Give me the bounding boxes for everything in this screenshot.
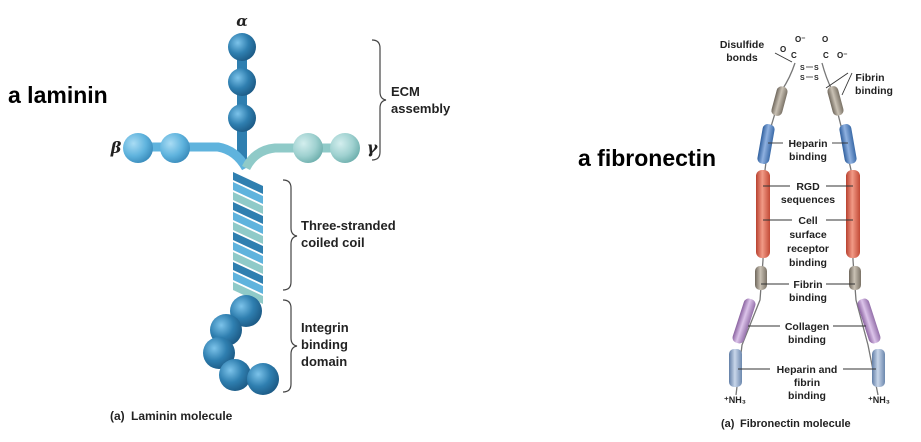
fibrin-domain-right <box>827 86 844 116</box>
fibrin-mid-label-1: Fibrin <box>793 279 822 291</box>
coil-bracket <box>282 179 298 291</box>
fibrin-top-label-2: binding <box>855 85 893 97</box>
gamma-globule <box>293 133 323 163</box>
fibrin-top-label-1: Fibrin <box>855 72 884 84</box>
integrin-globule <box>219 359 251 391</box>
s-1: S <box>800 65 805 72</box>
gamma-label: γ <box>367 138 379 157</box>
cell-label-4: binding <box>789 257 827 269</box>
alpha-label: α <box>236 12 248 30</box>
alpha-globule <box>228 68 256 96</box>
o-left: O <box>780 45 786 54</box>
laminin-caption-tag: (a) <box>110 409 125 423</box>
heparin-fibrin-left <box>729 349 742 387</box>
o-minus-right: O⁻ <box>837 51 847 60</box>
disulfide-label-1: Disulfide <box>720 39 764 51</box>
rgd-domain-right <box>846 170 860 258</box>
c-left: C <box>791 51 797 60</box>
rgd-label-2: sequences <box>781 194 835 206</box>
rgd-domain-left <box>756 170 770 258</box>
heparin-label-1: Heparin <box>788 138 827 150</box>
o-right: O <box>822 35 828 44</box>
fibrin-mid-left <box>755 266 767 290</box>
beta-globule <box>160 133 190 163</box>
fibrin-mid-right <box>849 266 861 290</box>
collagen-domain-left <box>732 298 756 344</box>
cell-label-3: receptor <box>787 243 829 255</box>
hepfib-label-2: fibrin <box>794 377 820 389</box>
ecm-label-2: assembly <box>391 101 451 116</box>
coil-label-2: coiled coil <box>301 235 365 250</box>
hepfib-label-1: Heparin and <box>777 364 838 376</box>
s-4: S <box>814 75 819 82</box>
cell-label-1: Cell <box>798 215 817 227</box>
integrin-label-1: Integrin <box>301 320 349 335</box>
o-minus-left: O⁻ <box>795 35 805 44</box>
collagen-label-2: binding <box>788 334 826 346</box>
laminin-title: a laminin <box>8 82 108 108</box>
hepfib-label-3: binding <box>788 390 826 402</box>
ecm-bracket <box>371 39 387 161</box>
ecm-label-1: ECM <box>391 84 420 99</box>
beta-label: β <box>110 138 122 157</box>
collagen-domain-right <box>857 298 881 344</box>
rgd-label-1: RGD <box>796 181 820 193</box>
disulfide-label-2: bonds <box>726 52 758 64</box>
fibronectin-molecule: O⁻ O C O C O⁻ S S S S <box>720 35 893 430</box>
gamma-chain-arm <box>241 143 348 171</box>
fibronectin-caption-text: Fibronectin molecule <box>740 418 851 430</box>
cell-label-2: surface <box>789 229 827 241</box>
fibrin-mid-label-2: binding <box>789 292 827 304</box>
integrin-globule <box>230 295 262 327</box>
gamma-globule <box>330 133 360 163</box>
heparin-fibrin-right <box>872 349 885 387</box>
fibronectin-title: a fibronectin <box>578 145 717 171</box>
alpha-globule <box>228 33 256 61</box>
integrin-label-3: domain <box>301 354 347 369</box>
coil-label-1: Three-stranded <box>301 218 396 233</box>
collagen-label-1: Collagen <box>785 321 829 333</box>
fibrin-domain-left <box>771 86 788 116</box>
s-2: S <box>814 65 819 72</box>
heparin-domain-left <box>757 124 775 164</box>
nh3-left: ⁺NH₃ <box>724 395 746 405</box>
beta-chain-arm <box>140 142 250 171</box>
s-3: S <box>800 75 805 82</box>
integrin-label-2: binding <box>301 337 348 352</box>
heparin-domain-right <box>839 124 857 164</box>
heparin-label-2: binding <box>789 151 827 163</box>
laminin-molecule: α β γ ECM assembly Three-stranded coiled… <box>110 12 451 423</box>
integrin-bracket <box>282 299 298 393</box>
alpha-chain-rod <box>237 45 247 160</box>
alpha-globule <box>228 104 256 132</box>
coiled-coil <box>233 172 263 304</box>
nh3-right: ⁺NH₃ <box>868 395 890 405</box>
c-right: C <box>823 51 829 60</box>
beta-globule <box>123 133 153 163</box>
fibronectin-caption-tag: (a) <box>721 418 735 430</box>
integrin-globule <box>247 363 279 395</box>
laminin-caption-text: Laminin molecule <box>131 409 233 423</box>
integrin-globule <box>203 337 235 369</box>
